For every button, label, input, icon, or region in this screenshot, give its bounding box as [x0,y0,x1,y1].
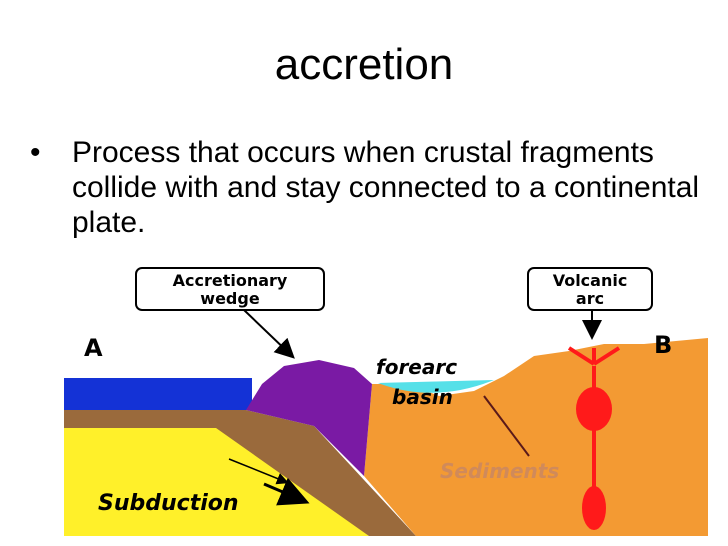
volcano-vent-left [567,346,596,366]
accretionary-wedge-label-line1: Accretionary [173,271,288,290]
forearc-label: forearc [376,355,457,379]
forearc-basin [378,380,494,393]
oceanic-crust [64,410,416,536]
accretionary-wedge-label-box [135,267,325,311]
subduction-arrow [263,477,310,506]
point-b-label: B [654,331,672,359]
bullet-dot: • [30,136,41,169]
volcanic-arc-label-line2: arc [576,289,604,308]
subduction-label: Subduction [98,491,239,516]
accretionary-wedge-label-line2: wedge [200,289,260,308]
accretionary-wedge [246,360,372,476]
ocean-layer [64,378,252,410]
slide-title: accretion [274,40,454,89]
volcano-vent-right [592,346,621,366]
sediments-label: Sediments [440,459,559,483]
subduction-diagram: Accretionary wedge Volcanic arc A B fore… [64,267,708,536]
basin-label: basin [392,385,453,409]
magma-chamber-lower [582,486,606,530]
bullet-item: • Process that occurs when crustal fragm… [30,135,710,240]
continental-plate [364,338,708,536]
volcanic-arc-label-box [527,267,653,311]
volcanic-arc-label-line1: Volcanic [553,271,628,290]
bullet-text: Process that occurs when crustal fragmen… [72,136,700,239]
magma-chamber-upper [576,387,612,431]
accretionary-wedge-arrow [243,309,295,359]
point-a-label: A [84,334,103,362]
sediments-pointer-line [483,395,530,457]
bullet-list: • Process that occurs when crustal fragm… [30,135,710,240]
